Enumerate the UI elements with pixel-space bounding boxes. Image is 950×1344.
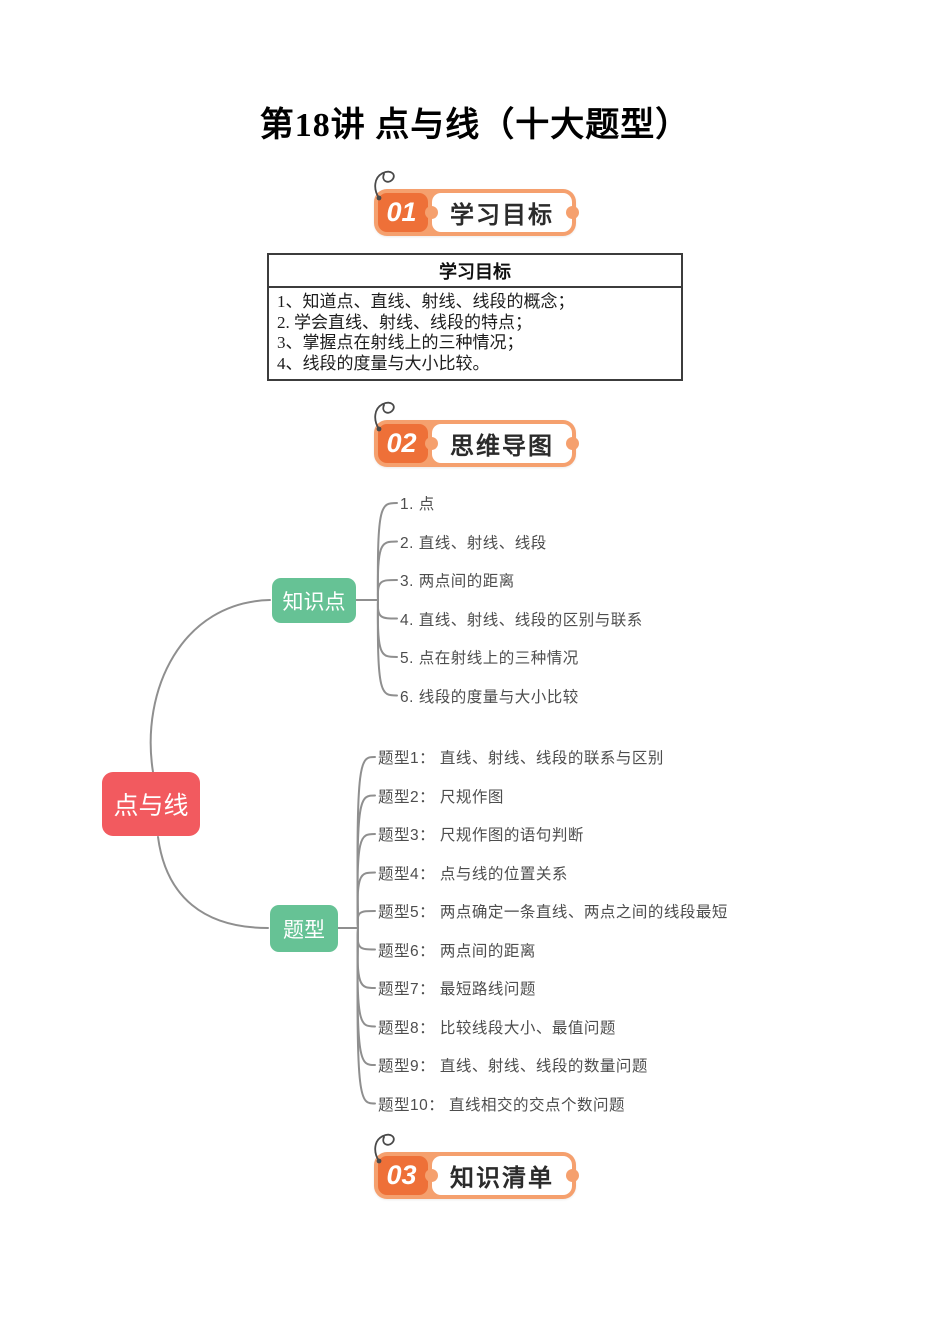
mindmap-types-node: 题型 [270, 905, 338, 952]
pin-curl-icon [374, 401, 395, 432]
type-item: 题型5： 两点确定一条直线、两点之间的线段最短 [378, 904, 728, 921]
section-badge-01: 01 学习目标 [374, 170, 579, 236]
objective-row: 2. 学会直线、射线、线段的特点； [277, 312, 532, 332]
objectives-table: 学习目标 1、知道点、直线、射线、线段的概念； 2. 学会直线、射线、线段的特点… [267, 253, 683, 381]
connector-branch [376, 540, 398, 601]
connector-branch [356, 927, 376, 951]
connector-branch [376, 579, 398, 601]
type-item: 题型2： 尺规作图 [378, 788, 504, 806]
type-item: 题型8： 比较线段大小、最值问题 [378, 1019, 616, 1037]
mindmap-knowledge-node: 知识点 [272, 578, 356, 623]
pin-curl-icon [374, 1133, 395, 1164]
type-item: 题型6： 两点间的距离 [378, 942, 536, 960]
connector-root-knowledge [149, 599, 271, 773]
connector-branch [356, 910, 376, 929]
page-title: 第18讲 点与线（十大题型） [259, 107, 691, 144]
section-badge-03: 03 知识清单 [374, 1133, 579, 1199]
badge-frame: 03 知识清单 [374, 1152, 579, 1199]
connector-branch [356, 794, 376, 929]
objective-row: 3、掌握点在射线上的三种情况； [277, 333, 524, 352]
section-badge-02: 02 思维导图 [374, 401, 579, 467]
connector-branch [356, 927, 376, 1105]
connector-branch [356, 927, 376, 989]
badge-label: 知识清单 [425, 1156, 579, 1195]
knowledge-item: 1. 点 [400, 496, 435, 513]
objectives-table-body: 1、知道点、直线、射线、线段的概念； 2. 学会直线、射线、线段的特点； 3、掌… [269, 288, 681, 379]
knowledge-item: 2. 直线、射线、线段 [400, 534, 547, 552]
type-item: 题型9： 直线、射线、线段的数量问题 [378, 1058, 648, 1075]
type-item: 题型4： 点与线的位置关系 [378, 865, 568, 883]
connector-branch [356, 871, 376, 929]
knowledge-item: 6. 线段的度量与大小比较 [400, 688, 579, 706]
badge-label: 学习目标 [425, 193, 579, 232]
badge-number: 01 [378, 193, 428, 232]
badge-frame: 01 学习目标 [374, 189, 579, 236]
objectives-table-header: 学习目标 [269, 255, 681, 288]
connector-branch [376, 599, 398, 620]
type-item: 题型10： 直线相交的交点个数问题 [378, 1096, 626, 1114]
badge-number: 02 [378, 424, 428, 463]
type-item: 题型7： 最短路线问题 [378, 981, 536, 998]
connector-branch [376, 599, 398, 658]
knowledge-item: 4. 直线、射线、线段的区别与联系 [400, 611, 643, 629]
connector-root-types [157, 836, 269, 929]
objective-row: 1、知道点、直线、射线、线段的概念； [277, 292, 575, 311]
badge-frame: 02 思维导图 [374, 420, 579, 467]
type-item: 题型3： 尺规作图的语句判断 [378, 827, 584, 844]
connector-branch [376, 599, 398, 697]
type-item: 题型1： 直线、射线、线段的联系与区别 [378, 750, 664, 767]
objective-row: 4、线段的度量与大小比较。 [277, 353, 490, 373]
pin-curl-icon [374, 170, 395, 201]
badge-number: 03 [378, 1156, 428, 1195]
badge-label: 思维导图 [425, 424, 579, 463]
knowledge-item: 5. 点在射线上的三种情况 [400, 650, 579, 667]
mindmap-root-node: 点与线 [102, 772, 200, 836]
knowledge-item: 3. 两点间的距离 [400, 573, 515, 590]
